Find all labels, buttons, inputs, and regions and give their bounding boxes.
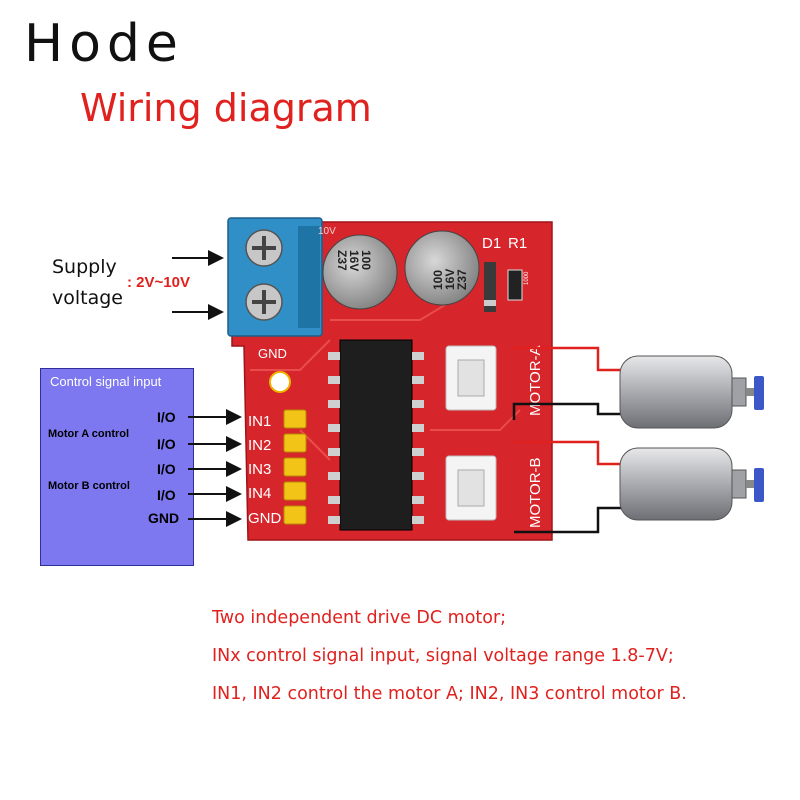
motor-b-control-label: Motor B control	[48, 480, 130, 492]
capacitor-1-marking: 100 16V Z37	[335, 250, 373, 271]
control-signal-box	[40, 368, 194, 566]
driver-ic	[339, 339, 413, 531]
io-label-1: I/O	[157, 409, 176, 425]
pin-label-in4: IN4	[248, 485, 271, 502]
silk-motor-a: MOTOR-A	[527, 345, 544, 416]
mounting-hole	[269, 371, 291, 393]
resistor-r1	[507, 269, 523, 301]
svg-text:Z37: Z37	[455, 269, 469, 290]
pin-label-gnd: GND	[248, 510, 282, 527]
svg-text:16V: 16V	[443, 269, 457, 290]
header-pins	[283, 409, 307, 525]
ic-pins	[328, 352, 424, 524]
supply-voltage-range: : 2V~10V	[127, 274, 190, 291]
svg-text:100: 100	[359, 250, 373, 270]
note-line-1: Two independent drive DC motor;	[212, 608, 507, 628]
silk-r1: R1	[508, 235, 527, 252]
pin-label-in1: IN1	[248, 413, 271, 430]
svg-text:100: 100	[431, 270, 445, 290]
control-signal-header: Control signal input	[50, 374, 162, 389]
supply-label-line2: voltage	[52, 287, 123, 309]
motor-a	[619, 355, 764, 429]
motor-wires	[512, 346, 622, 534]
io-label-4: I/O	[157, 487, 176, 503]
capacitor-2-marking: 100 16V Z37	[431, 269, 469, 290]
gnd-label: GND	[148, 510, 180, 526]
note-line-2: INx control signal input, signal voltage…	[212, 646, 674, 666]
capacitor-1	[322, 234, 398, 310]
motor-a-control-label: Motor A control	[48, 428, 130, 440]
brand-logo: Hode	[24, 14, 184, 74]
svg-text:Z37: Z37	[335, 250, 349, 271]
silk-gnd: GND	[258, 346, 287, 361]
control-arrows	[188, 409, 242, 527]
capacitor-2	[404, 230, 480, 306]
silk-10v: 10V	[318, 226, 336, 237]
diagram-title: Wiring diagram	[80, 86, 372, 130]
supply-label-line1: Supply	[52, 256, 117, 278]
silk-motor-b: MOTOR-B	[527, 457, 544, 528]
note-line-3: IN1, IN2 control the motor A; IN2, IN3 c…	[212, 684, 687, 704]
pin-label-in3: IN3	[248, 461, 271, 478]
pin-label-in2: IN2	[248, 437, 271, 454]
silk-d1: D1	[482, 235, 501, 252]
motor-b	[619, 447, 764, 521]
svg-text:1000: 1000	[524, 271, 530, 285]
diode-d1	[484, 262, 496, 312]
svg-text:16V: 16V	[347, 250, 361, 271]
io-label-2: I/O	[157, 436, 176, 452]
io-label-3: I/O	[157, 461, 176, 477]
